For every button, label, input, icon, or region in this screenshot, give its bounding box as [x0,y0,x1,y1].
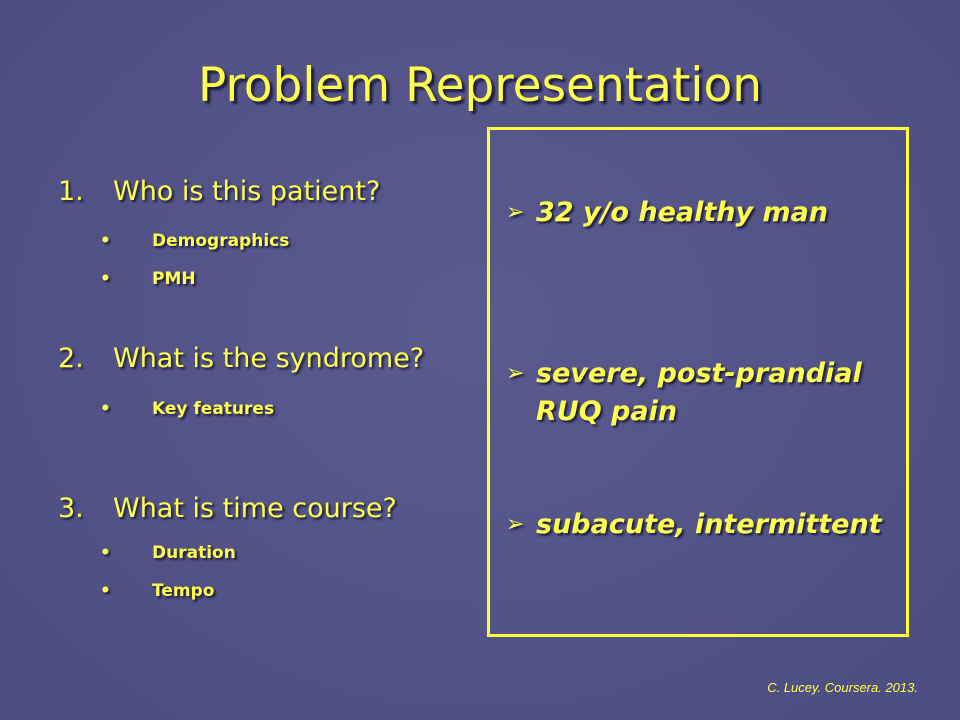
bullet-icon: • [100,231,111,251]
answer-text: 32 y/o healthy man [536,197,829,228]
question-label: Who is this patient? [113,176,381,207]
bullet-icon: • [100,543,111,563]
arrow-bullet-icon: ➢ [506,361,525,386]
subitem-demographics: •Demographics [100,231,290,251]
question-number: 3. [58,493,84,524]
question-2: 2. What is the syndrome? [58,343,424,374]
answer-item-1: ➢ 32 y/o healthy man [506,194,828,232]
bullet-icon: • [100,269,111,289]
answer-item-3: ➢ subacute, intermittent [506,506,882,544]
subitem-tempo: •Tempo [100,581,215,601]
slide-title: Problem Representation [197,58,763,113]
arrow-bullet-icon: ➢ [506,200,525,225]
question-label: What is time course? [113,493,397,524]
credit-caption: C. Lucey. Coursera. 2013. [767,680,918,695]
answer-text: subacute, intermittent [536,509,882,540]
subitem-pmh: •PMH [100,269,196,289]
question-3: 3. What is time course? [58,493,397,524]
question-number: 1. [58,176,84,207]
question-number: 2. [58,343,84,374]
answer-box: ➢ 32 y/o healthy man ➢ severe, post-prandi… [487,127,909,637]
bullet-icon: • [100,581,111,601]
question-label: What is the syndrome? [113,343,425,374]
question-1: 1. Who is this patient? [58,176,380,207]
subitem-duration: •Duration [100,543,236,563]
subitem-key-features: •Key features [100,399,275,419]
arrow-bullet-icon: ➢ [506,512,525,537]
question-list: 1. Who is this patient? •Demographics •PM… [58,0,478,720]
bullet-icon: • [100,399,111,419]
